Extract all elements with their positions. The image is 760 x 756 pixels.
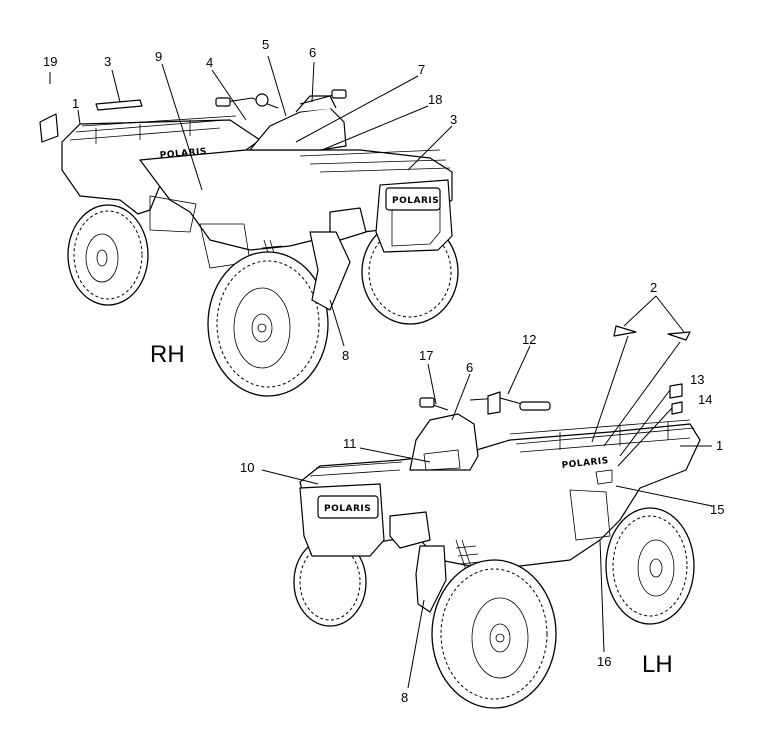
callout-5: 5 [262, 37, 269, 52]
lh-front-wheel [431, 559, 557, 709]
lh-loose-decals [613, 325, 691, 415]
atv-lh-illustration: POLARIS POLARIS [293, 391, 701, 709]
rh-side-brand: POLARIS [159, 147, 207, 161]
callout-3-front: 3 [450, 112, 457, 127]
rh-front-brand: POLARIS [392, 196, 439, 206]
callout-4: 4 [206, 55, 213, 70]
callout-13: 13 [690, 372, 704, 387]
callout-3: 3 [104, 54, 111, 69]
callout-18: 18 [428, 92, 442, 107]
rh-side-label: RH [150, 341, 185, 368]
callout-6: 6 [466, 360, 473, 375]
rh-callouts: 19 3 9 4 5 6 7 18 1 3 8 [43, 37, 457, 363]
lh-callouts: 2 17 6 12 13 14 11 10 1 15 16 8 [240, 280, 724, 705]
callout-2: 2 [650, 280, 657, 295]
rh-front-wheel [207, 251, 329, 397]
callout-8: 8 [342, 348, 349, 363]
callout-12: 12 [522, 332, 536, 347]
callout-11: 11 [343, 436, 357, 451]
callout-1: 1 [72, 96, 79, 111]
decal-13-shape [669, 383, 683, 399]
callout-9: 9 [155, 49, 162, 64]
callout-15: 15 [710, 502, 724, 517]
lh-rear-far-wheel [293, 537, 367, 627]
rh-loose-decals [39, 99, 143, 143]
callout-17: 17 [419, 348, 433, 363]
decal-2-right-shape [667, 331, 691, 341]
lh-rear-wheel [605, 507, 695, 625]
callout-6: 6 [309, 45, 316, 60]
decal-14-shape [671, 401, 683, 415]
lh-side-brand: POLARIS [561, 456, 609, 471]
rh-rear-wheel [67, 204, 149, 306]
callout-14: 14 [698, 392, 712, 407]
callout-1: 1 [716, 438, 723, 453]
lh-front-brand: POLARIS [324, 504, 371, 514]
rh-leader-lines [49, 55, 453, 347]
atv-rh-illustration: POLARIS POLARIS [61, 89, 459, 397]
callout-19: 19 [43, 54, 57, 69]
decal-2-left-shape [613, 325, 637, 337]
decal-3-shape [95, 99, 143, 111]
callout-10: 10 [240, 460, 254, 475]
callout-8: 8 [401, 690, 408, 705]
lh-side-label: LH [642, 651, 673, 678]
callout-7: 7 [418, 62, 425, 77]
callout-16: 16 [597, 654, 611, 669]
decal-19-shape [39, 113, 59, 143]
lh-leader-lines [261, 295, 713, 689]
